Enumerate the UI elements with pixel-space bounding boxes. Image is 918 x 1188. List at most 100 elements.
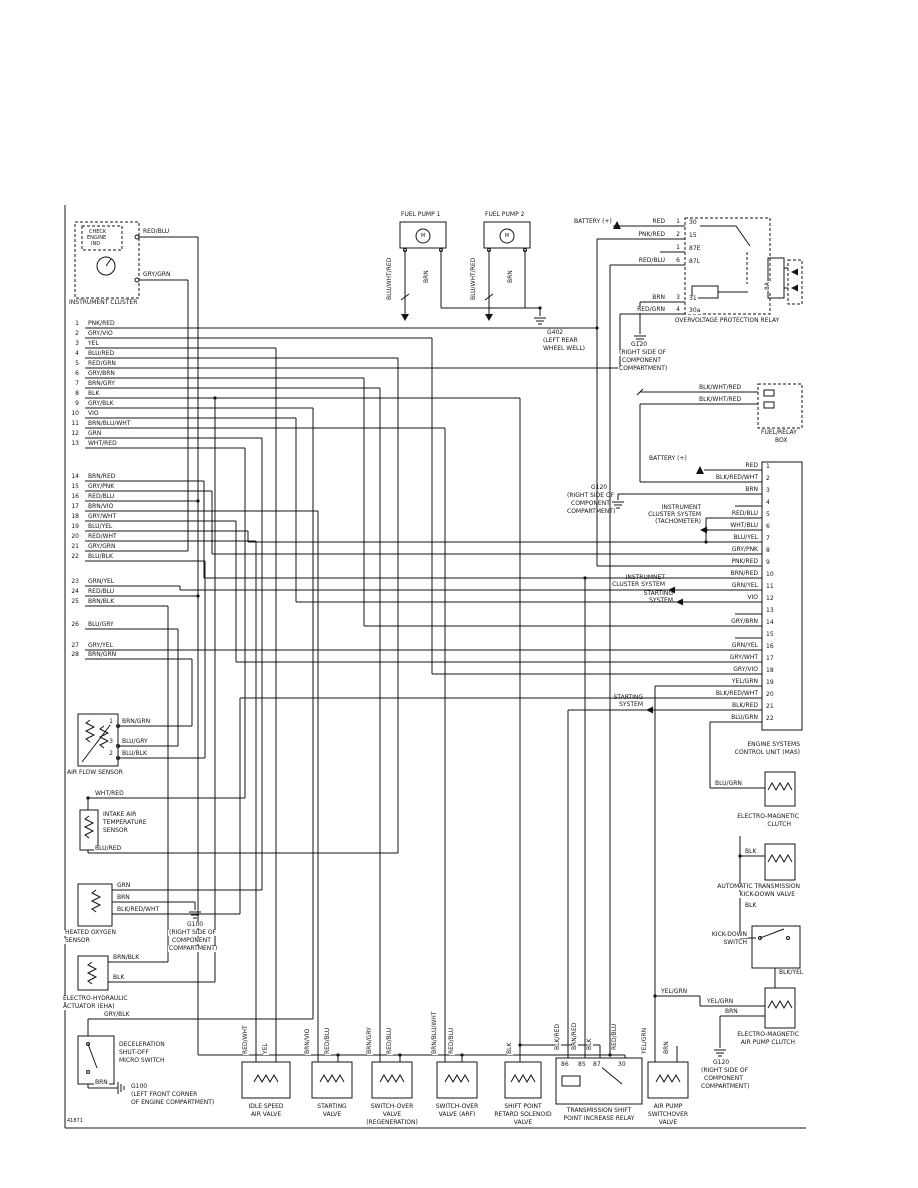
wire-label: ENGINE <box>86 235 108 241</box>
wire-label: GRY/WHT <box>728 654 759 661</box>
wire-label: RED/BLU <box>87 588 116 595</box>
motor-icon <box>415 228 431 244</box>
ground-label: G120 <box>630 341 649 348</box>
mas-pin-number: 11 <box>765 583 775 590</box>
mas-pin-number: 2 <box>765 475 771 482</box>
connector-box <box>787 259 803 305</box>
wire-number: 16 <box>70 493 80 500</box>
fuel-relay-box <box>757 383 803 429</box>
wire-label: SHUT-OFF <box>118 1049 150 1056</box>
wire-label: SYSTEM <box>649 597 673 604</box>
mas-label: ENGINE SYSTEMS <box>746 741 801 748</box>
wire-label: YEL/GRN <box>641 1026 648 1055</box>
wire-label: AIR PUMP CLUTCH <box>739 1039 796 1046</box>
wire-label: BRN <box>663 1040 670 1055</box>
wire-number: 4 <box>675 306 681 313</box>
component-label: AUTOMATIC TRANSMISSION <box>716 883 801 890</box>
wire-number: 2 <box>74 330 80 337</box>
battery-label: BATTERY (+) <box>573 218 613 225</box>
wire-label: COMPARTMENT) <box>618 365 669 372</box>
wire-label: BLK/RED/WHT <box>714 690 759 697</box>
kick-down-valve-box <box>764 843 796 881</box>
mas-pin-number: 19 <box>765 679 775 686</box>
mas-pin-number: 8 <box>765 547 771 554</box>
wire-label: GRY/VIO <box>87 330 114 337</box>
wire-label: BLK <box>87 390 101 397</box>
wire-label: VALVE <box>381 1111 403 1118</box>
pin-number: 1 <box>108 718 114 725</box>
wire-label: GRN <box>87 430 103 437</box>
wire-label: IND <box>90 241 102 247</box>
component-label: HEATED OXYGEN <box>64 929 117 936</box>
air-flow-sensor-box <box>77 713 119 767</box>
wire-label: COMPARTMENT) <box>567 508 616 515</box>
wire-label: BOX <box>774 437 789 444</box>
wire-label: BRN <box>116 894 131 901</box>
wire-label: BRN/GRY <box>366 1026 373 1055</box>
ground-label: G100 <box>186 921 205 928</box>
kick-down-switch-box <box>751 925 801 969</box>
mas-pin-number: 17 <box>765 655 775 662</box>
wire-label: RED/GRN <box>87 360 117 367</box>
wire-number: 28 <box>70 651 80 658</box>
mas-pin-number: 10 <box>765 571 775 578</box>
wire-label: GRY/GRN <box>87 543 117 550</box>
wire-number: 1 <box>74 320 80 327</box>
wire-number: 2 <box>675 231 681 238</box>
wire-label: BLU/BLK <box>121 750 148 757</box>
mas-pin-number: 18 <box>765 667 775 674</box>
wire-label: PNK/RED <box>730 558 759 565</box>
wire-label: BRN/GRN <box>121 718 152 725</box>
wire-label: M <box>420 233 426 239</box>
wire-label: BRN <box>423 269 430 284</box>
relay-pin-label: 87L <box>688 258 701 265</box>
wire-label: CLUSTER SYSTEM <box>648 511 701 518</box>
wire-label: BRN/GRY <box>87 380 116 387</box>
wire-label: VALVE (ARF) <box>437 1111 477 1118</box>
wire-label: GRN/YEL <box>730 642 759 649</box>
component-label: DECELERATION <box>118 1041 166 1048</box>
component-label: KICK-DOWN <box>710 931 748 938</box>
ground-label: G402 <box>546 329 565 336</box>
wire-label: M <box>504 233 510 239</box>
switch-over-valve-arf-box <box>436 1061 478 1099</box>
wire-label: BLK/WHT/RED <box>698 396 743 403</box>
mas-pin-number: 7 <box>765 535 771 542</box>
wire-label: CLUTCH <box>766 821 792 828</box>
connector-slashes <box>400 293 644 396</box>
relay-pin-label: 30 <box>688 219 698 226</box>
wire-number: 20 <box>70 533 80 540</box>
wire-label: SWITCH <box>722 939 748 946</box>
wire-label: POINT INCREASE RELAY <box>562 1115 636 1122</box>
wire-label: BLK/YEL <box>778 969 805 976</box>
mas-pin-number: 20 <box>765 691 775 698</box>
junctions-and-arrows <box>86 221 798 1057</box>
wire-label: MICRO SWITCH <box>118 1057 166 1064</box>
component-boxes <box>77 221 803 1105</box>
instrument-cluster-label: INSTRUMENT CLUSTER <box>68 299 139 306</box>
ground-label: G120 <box>712 1059 731 1066</box>
wire-number: 1 <box>675 244 681 251</box>
wire-label: (TACHOMETER) <box>655 518 701 525</box>
wire-label: GRY/PNK <box>730 546 759 553</box>
wire-label: BLU/GRY <box>121 738 149 745</box>
check-engine-gauge-icon <box>96 256 116 276</box>
wire-label: GRN/YEL <box>730 582 759 589</box>
shift-point-relay-box <box>555 1057 643 1105</box>
wire-number: 25 <box>70 598 80 605</box>
pin-number: 2 <box>108 750 114 757</box>
wire-label: VALVE <box>657 1119 679 1126</box>
wire-label: BLU/YEL <box>732 534 759 541</box>
wire-label: YEL/GRN <box>730 678 759 685</box>
wire-label: BLK <box>506 1041 513 1055</box>
wire-label: BLU/RED <box>87 350 116 357</box>
wire-label: RED/BLU <box>386 1026 393 1055</box>
relay-pin-label: 87 <box>592 1061 602 1068</box>
wire-label: YEL <box>87 340 100 347</box>
wire-number: 6 <box>74 370 80 377</box>
wire-label: SWITCHOVER <box>646 1111 690 1118</box>
wire-label: COMPONENT <box>621 357 662 364</box>
wire-number: 18 <box>70 513 80 520</box>
wire-number: 1 <box>675 218 681 225</box>
wire-number: 17 <box>70 503 80 510</box>
